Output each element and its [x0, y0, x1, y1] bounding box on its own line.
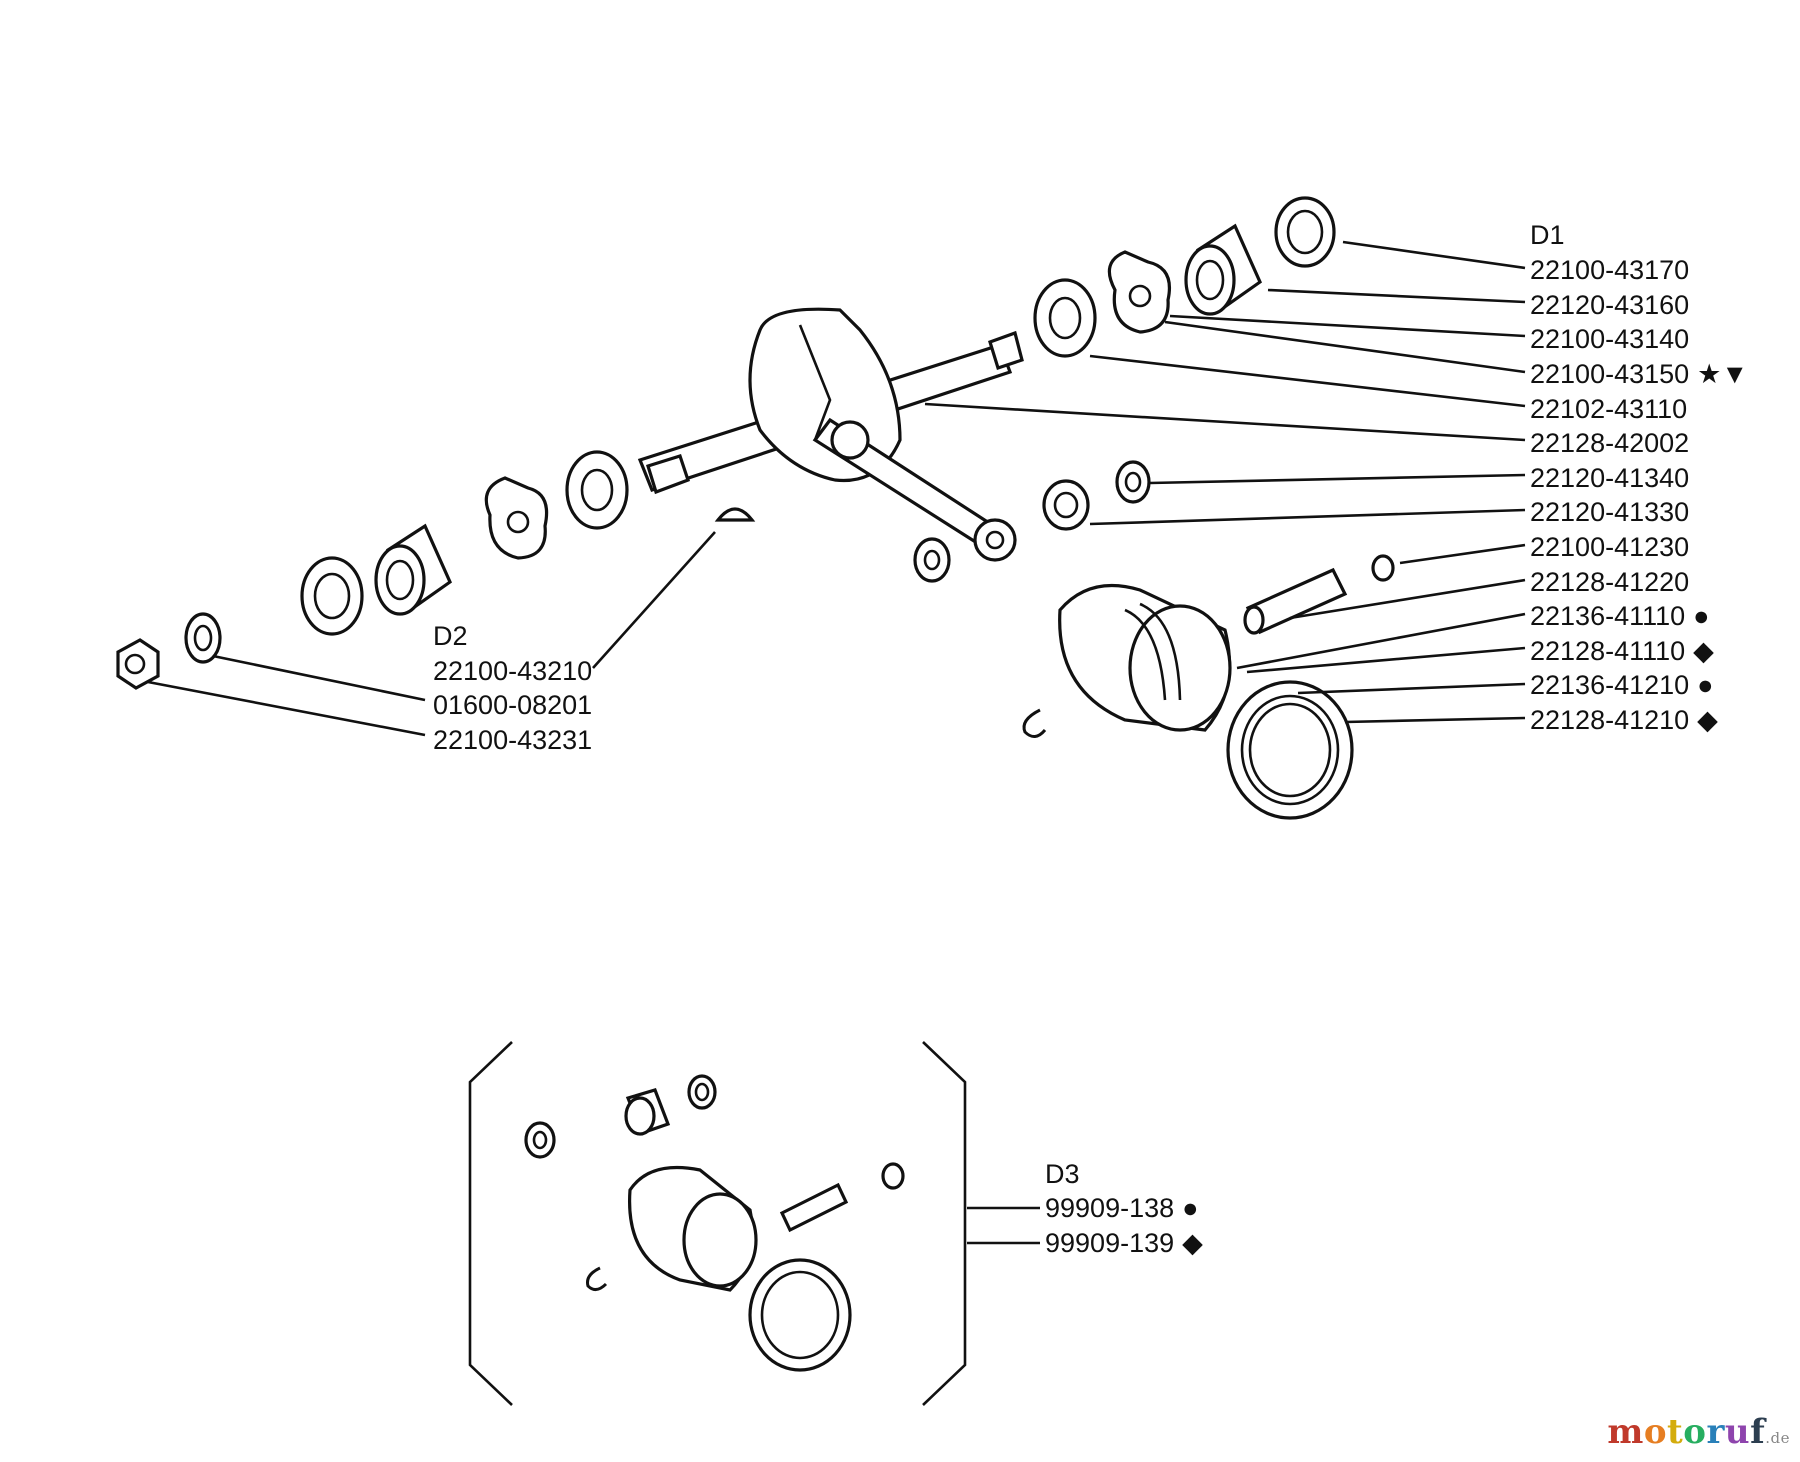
callout-label: 22100-41230 — [1530, 532, 1689, 562]
group-label-d2: D2 — [433, 621, 468, 651]
oil-seal-left — [300, 556, 364, 636]
callout-label: 22120-41330 — [1530, 497, 1689, 527]
piston-circlip — [1022, 708, 1047, 738]
callout-label: 22136-41110● — [1530, 601, 1709, 631]
piston — [1058, 583, 1232, 732]
watermark-letter: u — [1724, 1412, 1751, 1452]
bearing-right — [1184, 223, 1262, 316]
d3-bracket — [468, 1041, 967, 1406]
d2-callout-list: D2 22100-43210 01600-08201 22100-43231 — [433, 621, 592, 755]
piston-pin — [1243, 567, 1348, 635]
watermark-logo: motoruf.de — [1607, 1412, 1790, 1452]
callout-label: 22120-41340 — [1530, 463, 1689, 493]
washer-left — [565, 450, 629, 530]
callout-label: 22102-43110 — [1530, 394, 1687, 424]
small-washer — [1115, 460, 1151, 504]
callout-label: 22128-41210◆ — [1530, 705, 1718, 735]
watermark-wordmark: motoruf — [1607, 1412, 1765, 1452]
callout-label: 99909-139◆ — [1045, 1228, 1203, 1258]
watermark-letter: o — [1683, 1412, 1707, 1452]
watermark-letter: m — [1607, 1412, 1644, 1452]
d1-group-label: D1 — [1530, 220, 1565, 250]
leader-lines-d3 — [967, 1206, 1040, 1245]
crankshaft — [637, 307, 1024, 562]
group-label-d1: D1 — [1530, 220, 1565, 250]
leader-lines-d2 — [147, 531, 716, 737]
callout-label: 22100-43150★▼ — [1530, 359, 1748, 389]
leader-lines-d1 — [924, 240, 1526, 724]
spring-washer — [184, 612, 222, 664]
callout-label: 22100-43170 — [1530, 255, 1689, 285]
callout-label: 22128-41220 — [1530, 567, 1689, 597]
callout-label: 22128-42002 — [1530, 428, 1689, 458]
piston-ring — [1226, 680, 1354, 820]
watermark-letter: r — [1706, 1412, 1725, 1452]
callout-label: 22136-41210● — [1530, 670, 1713, 700]
callout-label: 99909-138● — [1045, 1193, 1198, 1223]
group-label-d3: D3 — [1045, 1159, 1080, 1189]
thrust-plate-right — [1107, 250, 1171, 334]
nut — [116, 638, 160, 690]
needle-bearing-small — [1042, 479, 1090, 531]
circlip — [1371, 554, 1395, 582]
watermark-letter: t — [1667, 1412, 1684, 1452]
d1-callout-list: 22100-43170 22120-43160 22100-43140 2210… — [1530, 255, 1748, 735]
thrust-plate-left — [484, 476, 549, 560]
watermark-letter: o — [1643, 1412, 1668, 1452]
d3-callout-list: D3 99909-138● 99909-139◆ — [1045, 1159, 1203, 1258]
callout-label: 22128-41110◆ — [1530, 636, 1714, 666]
d3-kit-parts — [524, 1074, 905, 1372]
oil-seal-right — [1274, 196, 1336, 268]
rod-washer — [913, 537, 951, 583]
washer-right — [1033, 278, 1097, 358]
bearing-left — [374, 523, 452, 616]
watermark-letter: f — [1750, 1412, 1766, 1452]
callout-label: 01600-08201 — [433, 690, 592, 720]
watermark-tld: .de — [1765, 1429, 1790, 1447]
callout-label: 22100-43231 — [433, 725, 592, 755]
callout-label: 22100-43210 — [433, 656, 592, 686]
woodruff-key — [714, 507, 756, 522]
callout-label: 22120-43160 — [1530, 290, 1689, 320]
callout-label: 22100-43140 — [1530, 324, 1689, 354]
